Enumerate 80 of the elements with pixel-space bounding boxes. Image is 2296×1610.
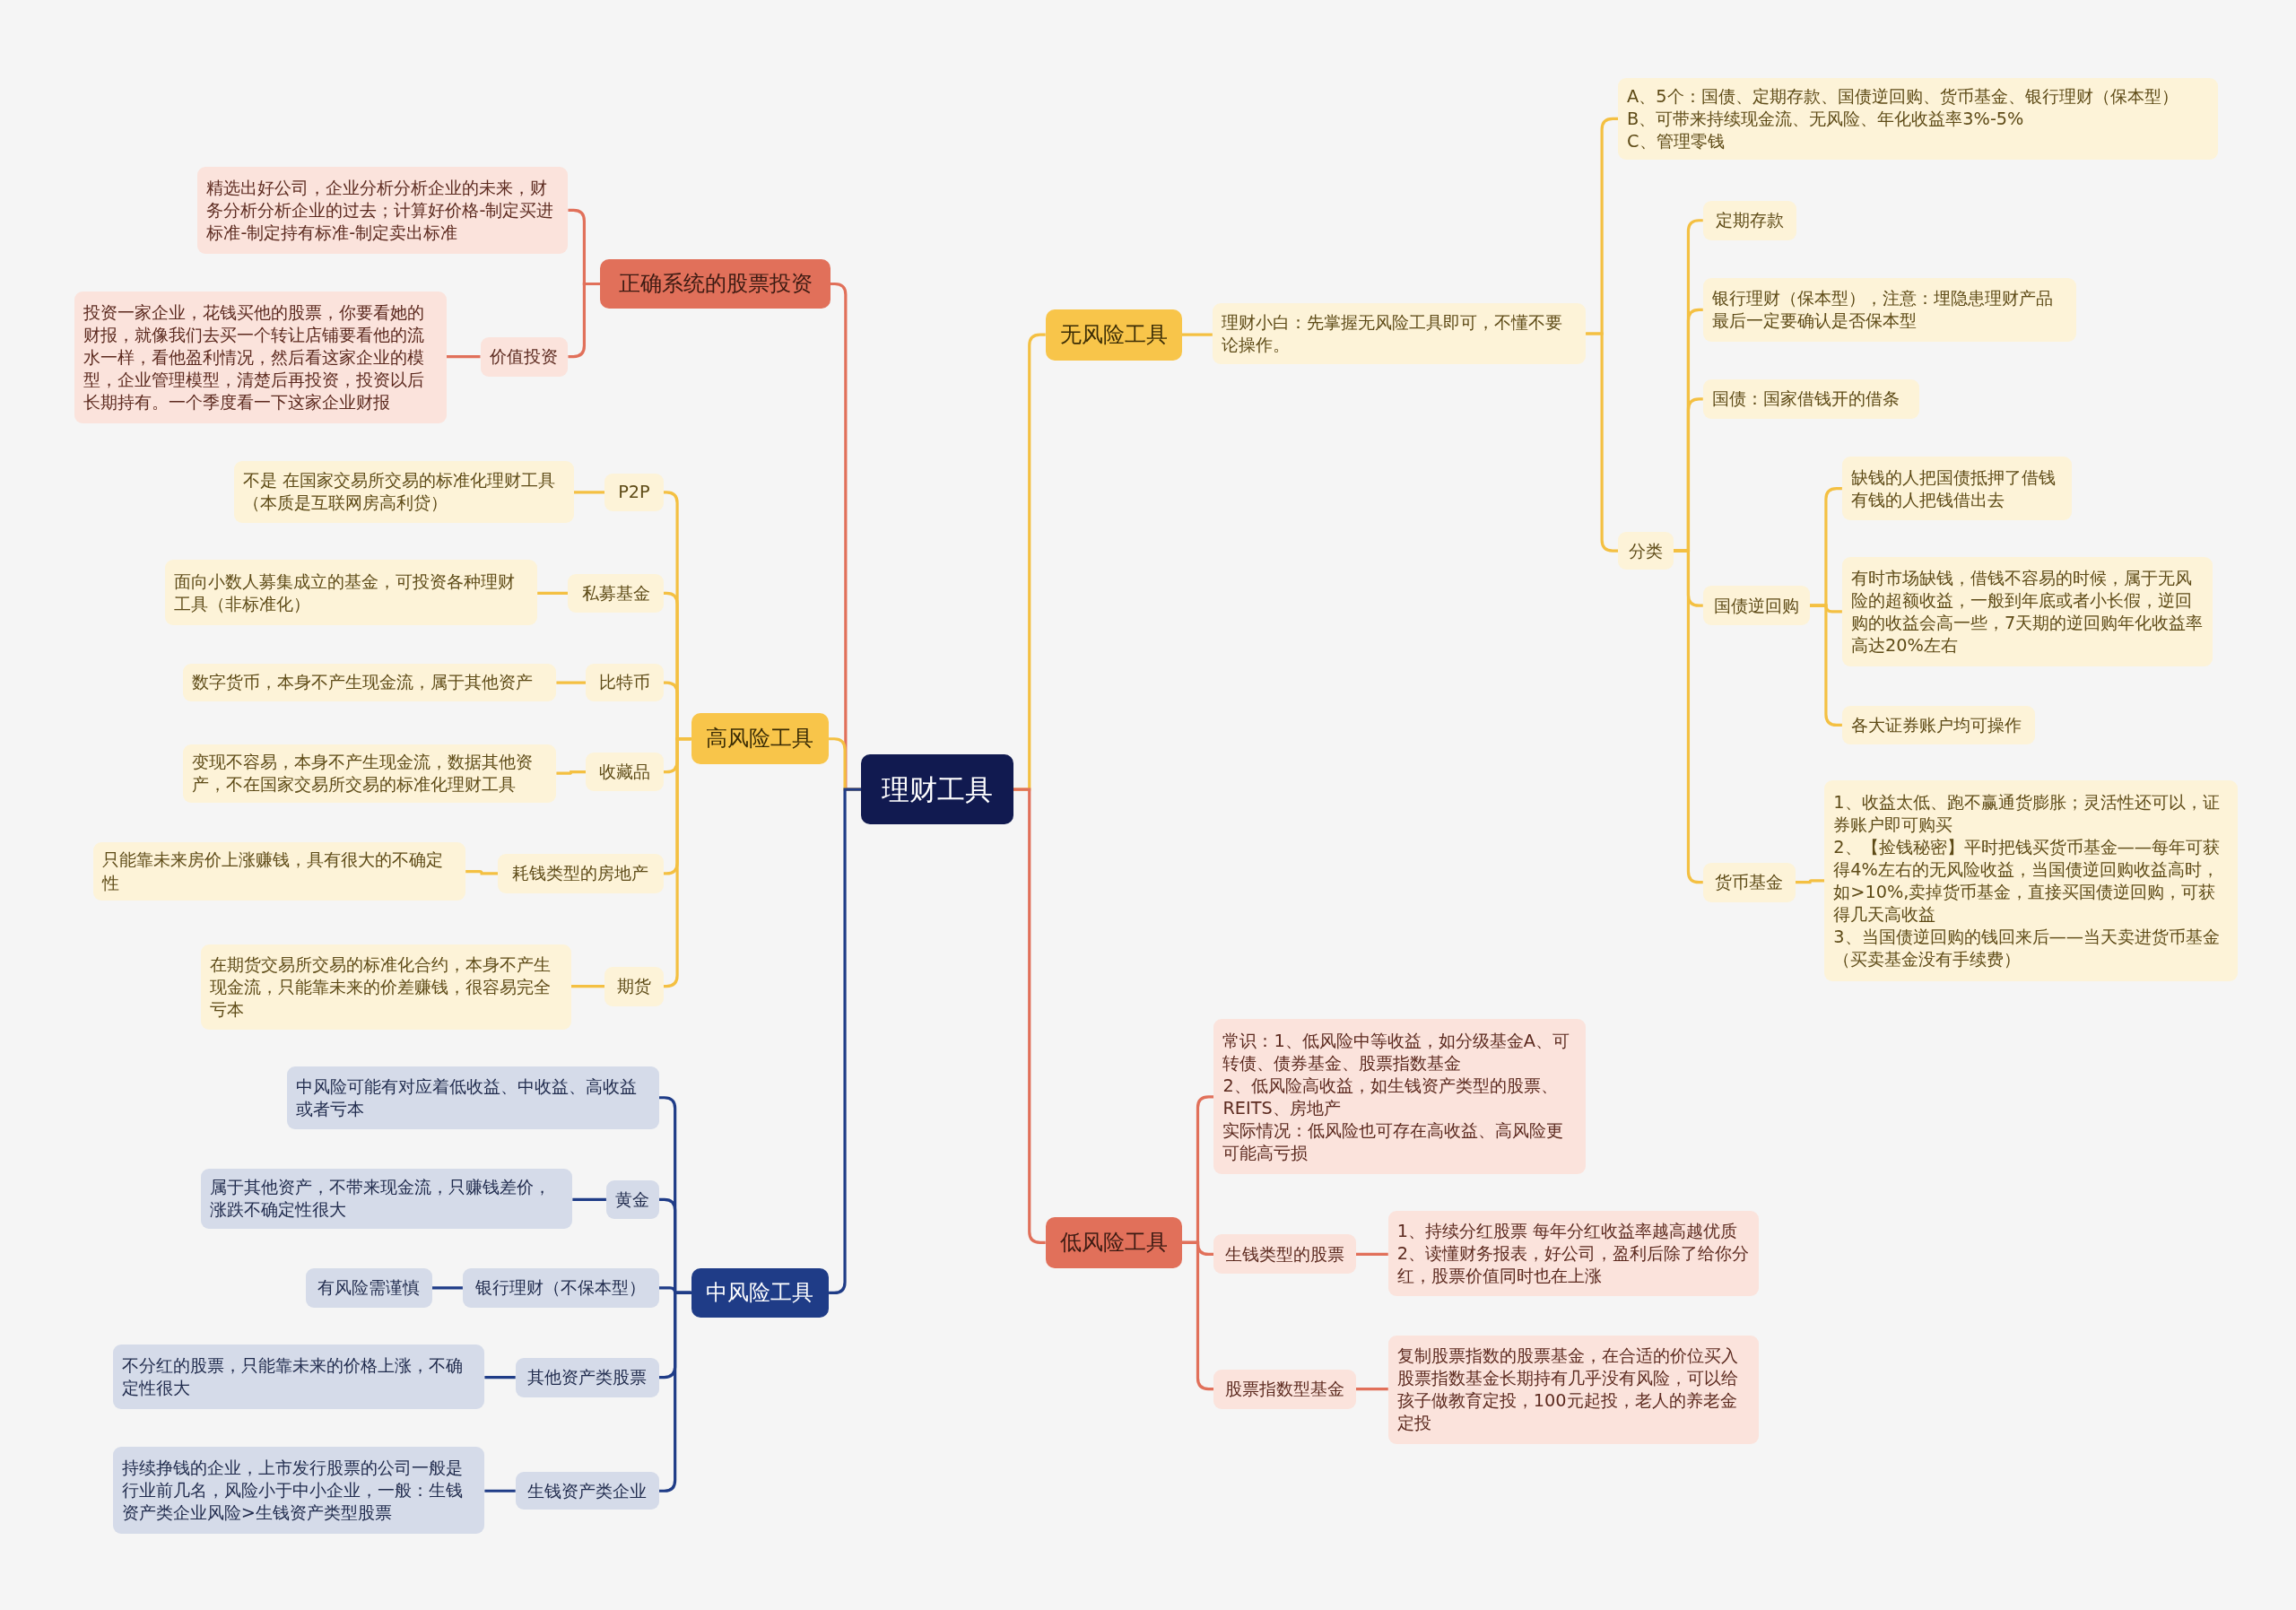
connector-line: [556, 681, 587, 684]
note-box: 只能靠未来房价上涨赚钱，具有很大的不确定性: [93, 841, 466, 901]
note-line: 1、收益太低、跑不赢通货膨胀；灵活性还可以，证券账户即可购买: [1833, 790, 2221, 836]
connector-line: [1795, 879, 1825, 884]
note-line: 2、【捡钱秘密】平时把钱买货币基金——每年可获得4%左右的无风险收益，当国债逆回购收益高时，如>10%,卖掉货币基金，直接买国债逆回购，可获得几天高收益: [1833, 835, 2222, 926]
topic-box: P2P: [604, 473, 664, 511]
topic-box: 生钱资产类企业: [515, 1472, 659, 1510]
connector-line: [484, 1489, 516, 1493]
note-box: 投资一家企业，花钱买他的股票，你要看她的财报，就像我们去买一个转让店铺要看他的流水一样，看他盈利情况，然后看这家企业的模型，企业管理模型，清楚后再投资，投资以后长期持有。一个季度看一下这家企业财报: [74, 291, 447, 423]
topic-box: 国债逆回购: [1702, 586, 1810, 626]
note-box: 国债：国家借钱开的借条: [1702, 379, 1920, 419]
note-box: [1213, 1019, 1587, 1175]
connector-line: [570, 985, 605, 988]
note-line: 有钱的人把钱借出去: [1850, 488, 2005, 511]
connector-line: [1355, 1252, 1388, 1256]
central-topic: 理财工具: [861, 754, 1013, 825]
note-box: 银行理财（保本型），注意：埋隐患理财产品最后一定要确认是否保本型: [1702, 278, 2077, 342]
main-topic: 高风险工具: [691, 713, 830, 765]
topic-box: 定期存款: [1702, 200, 1797, 240]
connector-line: [658, 1291, 691, 1493]
connector-line: [574, 491, 605, 494]
note-box: [1841, 457, 2073, 520]
note-line: C、管理零钱: [1627, 130, 1726, 153]
topic-box: 期货: [604, 966, 664, 1006]
topic-box: 收藏品: [586, 753, 664, 791]
topic-box: 有风险需谨慎: [306, 1267, 432, 1308]
connector-line: [1181, 1240, 1214, 1391]
note-box: [1824, 780, 2238, 981]
connector-line: [431, 1286, 463, 1290]
topic-box: 分类: [1618, 531, 1674, 570]
note-line: 2、低风险高收益，如生钱资产类型的股票、REITS、房地产: [1222, 1074, 1559, 1119]
note-box: 持续挣钱的企业，上市发行股票的公司一般是行业前几名，风险小于中小企业，一般：生钱资产类企业风险>生钱资产类型股票: [112, 1447, 485, 1534]
connector-line: [465, 869, 499, 875]
connector-line: [537, 591, 569, 596]
note-box: 不分红的股票，只能靠未来的价格上涨，不确定性很大: [112, 1344, 485, 1409]
connector-line: [484, 1375, 516, 1379]
note-box: 在期货交易所交易的标准化合约，本身不产生现金流，只能靠未来的价差赚钱，很容易完全亏本: [200, 944, 571, 1030]
topic-box: 耗钱类型的房地产: [498, 853, 664, 893]
connector-line: [1586, 332, 1619, 553]
note-box: 理财小白：先掌握无风险工具即可，不懂不要论操作。: [1212, 302, 1587, 365]
note-line: 实际情况：低风险也可存在高收益、高风险更可能高亏损: [1222, 1118, 1565, 1165]
note-line: 3、当国债逆回购的钱回来后——当天卖进货币基金（买卖基金没有手续费）: [1833, 926, 2222, 971]
main-topic: 低风险工具: [1045, 1216, 1182, 1268]
topic-box: 生钱类型的股票: [1213, 1234, 1356, 1275]
note-line: A、5个：国债、定期存款、国债逆回购、货币基金、银行理财（保本型）: [1627, 84, 2179, 108]
connector-line: [663, 737, 691, 988]
note-box: [1618, 77, 2219, 161]
note-box: 有时市场缺钱，借钱不容易的时候，属于无风险的超额收益，一般到年底或者小长假，逆回购的收益会高一些，7天期的逆回购年化收益率高达20%左右: [1841, 556, 2213, 667]
topic-box: 黄金: [605, 1180, 659, 1219]
note-box: 复制股票指数的股票基金，在合适的价位买入股票指数基金长期持有几乎没有风险，可以给孩子做教育定投，100元起投，老人的养老金定投: [1387, 1335, 1759, 1444]
connector-line: [556, 770, 587, 775]
main-topic: 正确系统的股票投资: [600, 258, 831, 309]
note-line: 2、读懂财务报表，好公司，盈利后除了给你分红，股票价值同时也在上涨: [1396, 1241, 1750, 1287]
note-box: 变现不容易，本身不产生现金流，数据其他资产，不在国家交易所交易的标准化理财工具: [183, 744, 557, 803]
note-line: B、可带来持续现金流、无风险、年化收益率3%-5%: [1627, 107, 2025, 130]
topic-box: 货币基金: [1702, 862, 1796, 902]
note-line: 缺钱的人把国债抵押了借钱: [1850, 466, 2057, 489]
connector-line: [572, 1197, 606, 1201]
note-box: 不是 在国家交易所交易的标准化理财工具（本质是互联网房高利贷）: [234, 461, 574, 523]
note-box: 面向小数人募集成立的基金，可投资各种理财工具（非标准化）: [165, 559, 538, 626]
topic-box: 比特币: [586, 663, 664, 702]
topic-box: 私募基金: [568, 574, 664, 613]
topic-box: 银行理财（不保本型）: [462, 1267, 659, 1308]
note-box: 精选出好公司，企业分析分析企业的未来，财务分析分析企业的过去；计算好价格-制定买进标准-制定持有标准-制定卖出标准: [197, 167, 569, 254]
topic-box: 其他资产类股票: [515, 1357, 659, 1397]
note-box: [1387, 1211, 1759, 1296]
connector-line: [1181, 333, 1213, 336]
note-line: 1、持续分红股票 每年分红收益率越高越优质: [1396, 1219, 1739, 1242]
note-box: 数字货币，本身不产生现金流，属于其他资产: [183, 663, 557, 702]
connector-line: [446, 355, 481, 359]
topic-box: 价值投资: [480, 336, 569, 377]
topic-box: 股票指数型基金: [1213, 1369, 1356, 1409]
connector-line: [1355, 1388, 1388, 1391]
note-box: 属于其他资产，不带来现金流，只赚钱差价，涨跌不确定性很大: [200, 1168, 573, 1229]
note-box: 中风险可能有对应着低收益、中收益、高收益或者亏本: [287, 1066, 659, 1129]
note-line: 常识：1、低风险中等收益，如分级基金A、可转债、债券基金、股票指数基金: [1222, 1029, 1570, 1075]
main-topic: 无风险工具: [1045, 309, 1182, 361]
connector-line: [1809, 604, 1842, 727]
main-topic: 中风险工具: [691, 1267, 830, 1318]
note-box: 各大证券账户均可操作: [1841, 706, 2036, 744]
